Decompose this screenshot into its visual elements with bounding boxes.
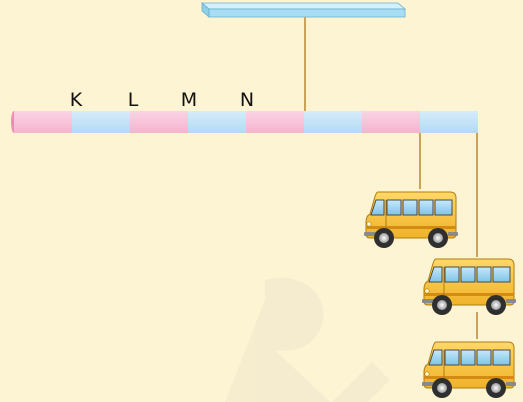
- ceiling-bar-icon: [200, 2, 407, 18]
- school-bus-icon: [422, 341, 517, 399]
- label-n: N: [240, 89, 254, 111]
- rod-segment: [246, 111, 304, 133]
- rod-segment: [188, 111, 246, 133]
- rod-segment: [362, 111, 420, 133]
- label-k: K: [70, 89, 83, 111]
- striped-rod-icon: [11, 111, 478, 133]
- rod-segment: [14, 111, 72, 133]
- rod-segment: [420, 111, 478, 133]
- rod-segment: [130, 111, 188, 133]
- rod-segment: [304, 111, 362, 133]
- school-bus-icon: [422, 258, 517, 316]
- school-bus-icon: [364, 191, 459, 249]
- label-l: L: [128, 89, 139, 111]
- rod-segment: [72, 111, 130, 133]
- watermark: RI: [0, 0, 390, 402]
- label-m: M: [181, 89, 197, 111]
